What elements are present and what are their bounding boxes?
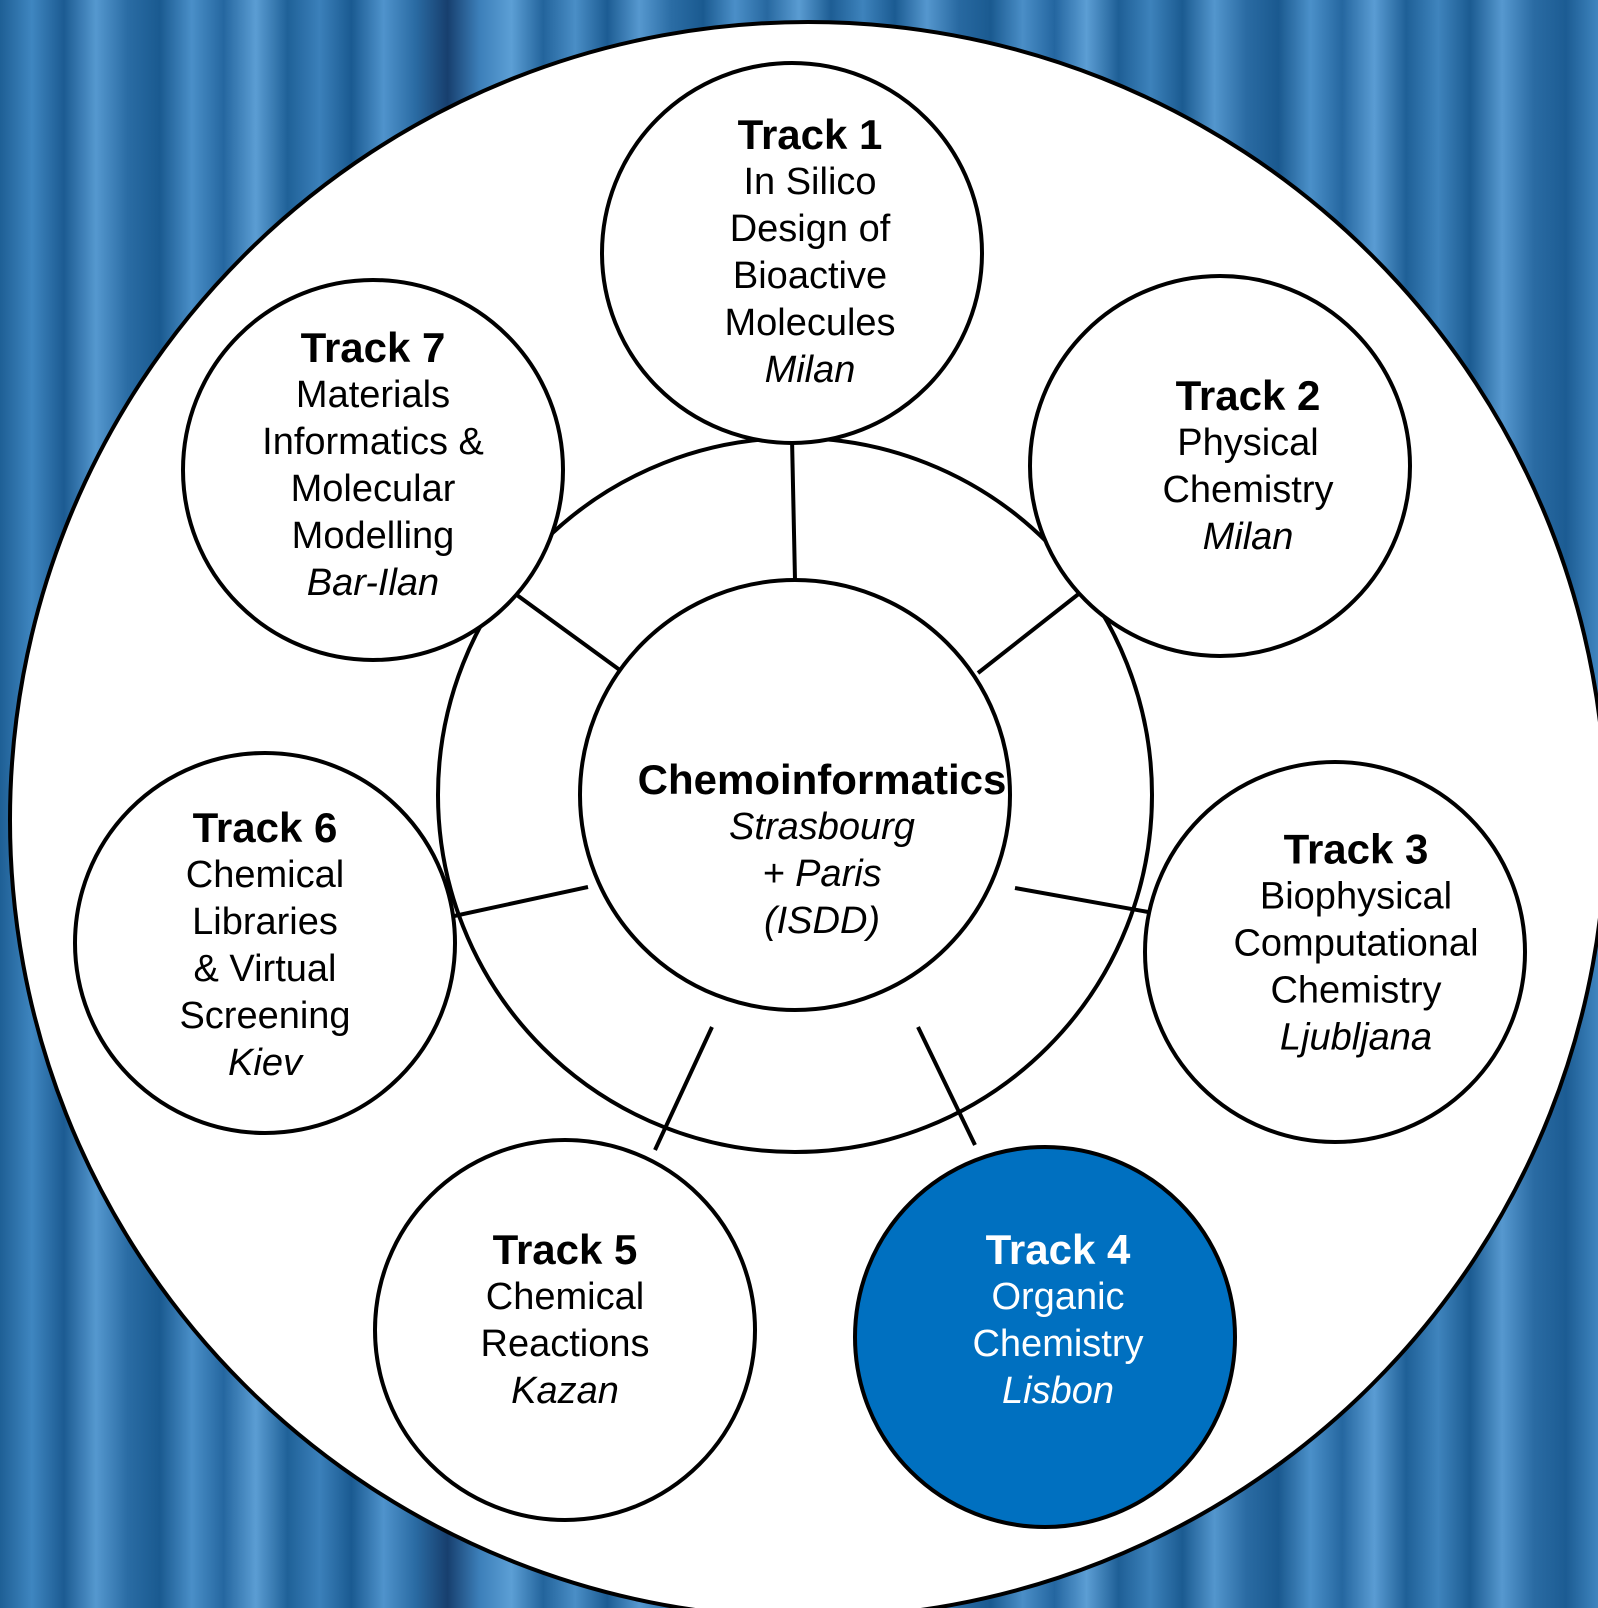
center-circle — [578, 578, 1012, 1012]
track-3-line: Chemistry — [1270, 969, 1442, 1012]
track-3-city: Ljubljana — [1279, 1016, 1433, 1059]
track-7-title: Track 7 — [300, 324, 446, 371]
center-title: Chemoinformatics — [637, 756, 1007, 803]
track-5-line: Reactions — [480, 1323, 650, 1365]
track-2-city: Milan — [1202, 516, 1294, 558]
center-location-2: + Paris — [762, 853, 882, 895]
center-location-1: Strasbourg — [729, 806, 915, 848]
track-5-title: Track 5 — [492, 1226, 638, 1273]
track-2-label: Track 2 Physical Chemistry Milan — [1162, 371, 1333, 561]
track-6-line: Libraries — [192, 901, 338, 943]
track-3-title: Track 3 — [1283, 825, 1429, 873]
track-7-line: Materials — [295, 374, 451, 416]
track-7-city: Bar-Ilan — [306, 562, 440, 604]
track-4-circle — [853, 1145, 1237, 1529]
connector-track-5 — [653, 1026, 714, 1151]
connector-track-2 — [976, 583, 1092, 675]
track-6-line: Screening — [179, 995, 351, 1037]
track-2-line: Chemistry — [1162, 469, 1334, 511]
track-1-line: Molecules — [724, 302, 896, 344]
track-7-line: Molecular — [290, 468, 456, 510]
connector-track-4 — [916, 1026, 977, 1146]
track-7-line: Informatics & — [262, 421, 484, 463]
connector-track-6 — [444, 885, 589, 920]
connector-track-3 — [1014, 886, 1166, 917]
track-1-line: Design of — [729, 208, 891, 250]
track-6-line: & Virtual — [193, 948, 337, 990]
track-4-title: Track 4 — [985, 1226, 1131, 1273]
track-7-label: Track 7 Materials Informatics & Molecula… — [262, 323, 484, 607]
track-2-title: Track 2 — [1175, 372, 1321, 419]
track-1-line: Bioactive — [732, 255, 888, 297]
track-4-city: Lisbon — [1002, 1370, 1114, 1412]
track-3-line: Computational — [1233, 922, 1479, 965]
track-6-line: Chemical — [185, 854, 345, 896]
track-3-label: Track 3 Biophysical Computational Chemis… — [1233, 825, 1478, 1062]
track-5-line: Chemical — [485, 1276, 645, 1318]
track-5-label: Track 5 Chemical Reactions Kazan — [481, 1225, 650, 1415]
track-6-city: Kiev — [228, 1042, 302, 1084]
track-7-line: Modelling — [291, 515, 455, 557]
connector-track-7 — [508, 588, 630, 678]
track-6-title: Track 6 — [192, 804, 338, 851]
track-1-city: Milan — [764, 349, 856, 391]
track-7-circle — [181, 278, 565, 662]
track-4-line: Organic — [991, 1276, 1125, 1318]
track-4-label: Track 4 Organic Chemistry Lisbon — [972, 1225, 1143, 1415]
track-3-line: Biophysical — [1259, 875, 1453, 918]
track-1-title: Track 1 — [737, 111, 883, 158]
track-4-line: Chemistry — [972, 1323, 1144, 1365]
track-1-line: In Silico — [743, 161, 877, 203]
track-2-line: Physical — [1177, 422, 1319, 464]
center-label: Chemoinformatics Strasbourg + Paris (ISD… — [638, 755, 1007, 945]
track-3-circle — [1143, 760, 1527, 1144]
track-2-circle — [1028, 274, 1412, 658]
center-location-3: (ISDD) — [763, 900, 881, 942]
track-5-city: Kazan — [511, 1370, 619, 1412]
track-6-label: Track 6 Chemical Libraries & Virtual Scr… — [179, 803, 350, 1087]
track-1-label: Track 1 In Silico Design of Bioactive Mo… — [724, 110, 895, 394]
track-6-circle — [73, 751, 457, 1135]
connector-track-1 — [790, 437, 797, 581]
track-5-circle — [373, 1138, 757, 1522]
track-1-circle — [600, 61, 984, 445]
